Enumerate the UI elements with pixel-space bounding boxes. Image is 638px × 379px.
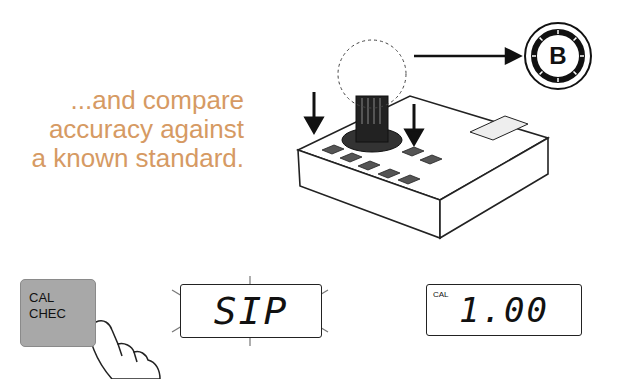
mark-arrow [414, 49, 520, 63]
meter-side [440, 138, 548, 238]
meter-front [298, 150, 440, 238]
button-label: CAL CHEC [29, 290, 63, 323]
blink-rays [172, 276, 328, 346]
instruction-text: ...and compareaccuracy againsta known st… [14, 86, 244, 173]
display-reading: SIP [214, 289, 289, 333]
insert-arrows [306, 92, 422, 144]
display-reading: 1.00 [459, 290, 549, 330]
cuvette-cap-ribs [362, 98, 380, 124]
cal-check-button: CAL CHEC [20, 279, 96, 347]
mark-letter: B [549, 42, 566, 70]
mark-circle: B [523, 21, 593, 91]
lcd-display: CAL 1.00 [426, 284, 582, 336]
meter-display [470, 116, 528, 140]
pressing-hand [91, 321, 161, 379]
mode-indicator: CAL [433, 290, 449, 299]
cuvette [356, 96, 388, 142]
lcd-display: SIP [180, 284, 322, 338]
cuvette-outline-dashed [338, 40, 406, 108]
